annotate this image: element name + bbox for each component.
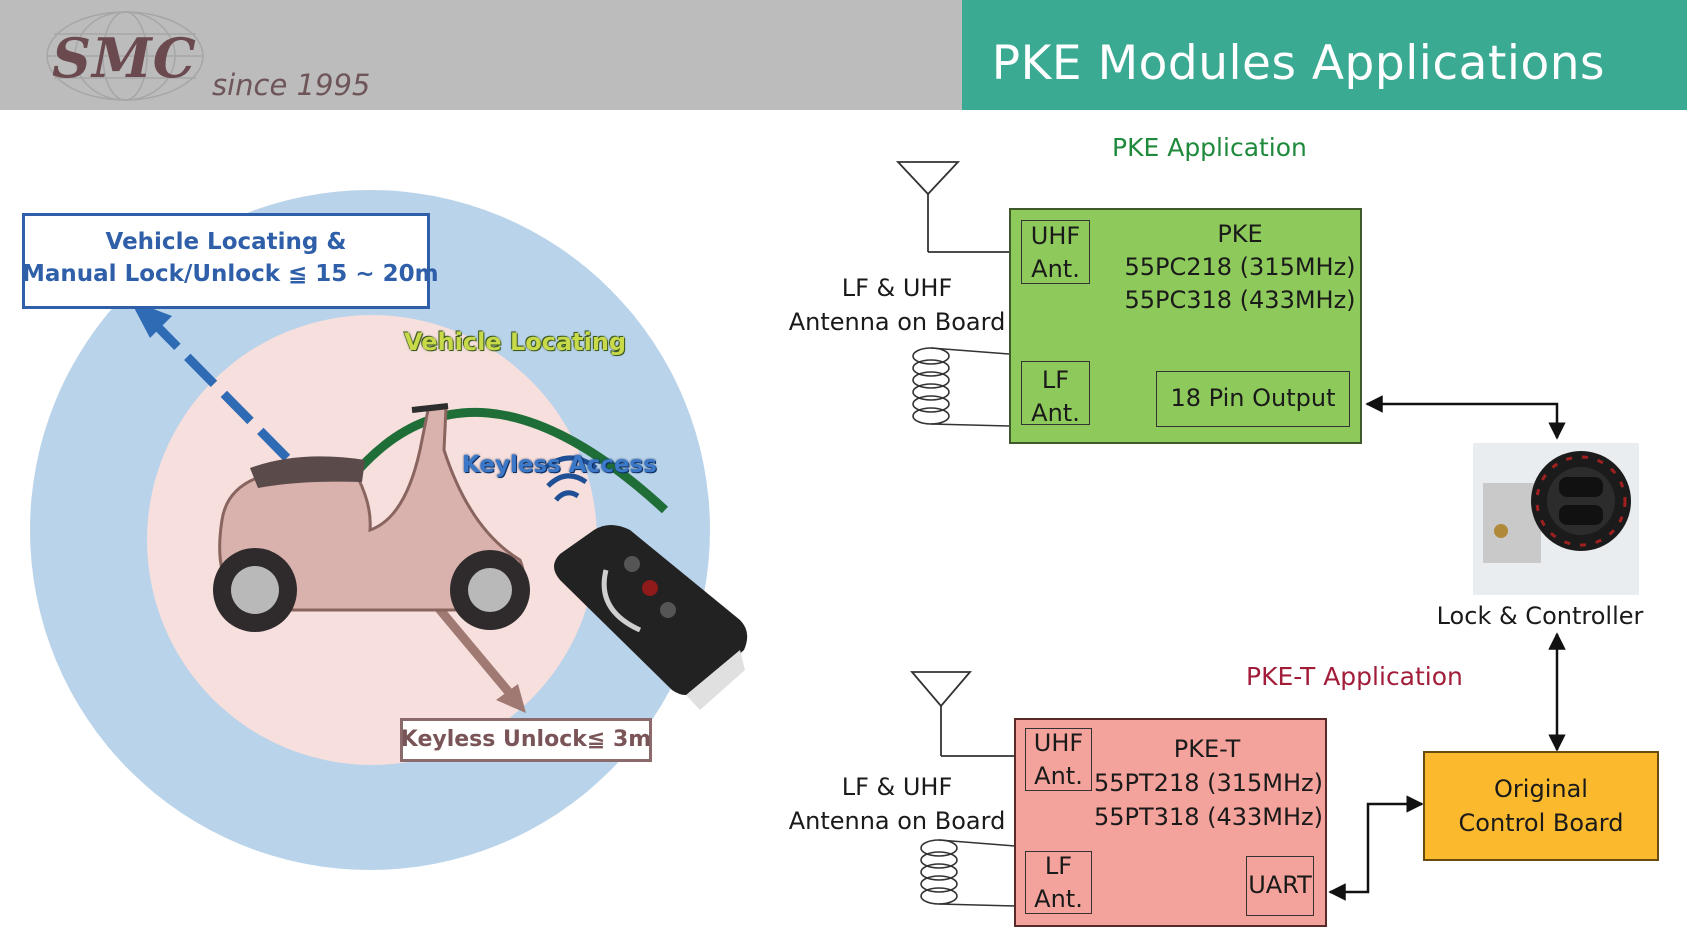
uart-connector [1328,795,1424,901]
lock-controller-label: Lock & Controller [1436,602,1644,630]
keyless-range-illustration [30,190,748,870]
pke-uhf-ant-label: Ant. [1031,255,1080,283]
control-board-box [1423,751,1659,861]
pke-uhf-ant-box [1021,220,1090,284]
pket-lf-ant-box [1025,851,1092,914]
pke-output-connector [1365,395,1566,440]
pket-lf-label: LF [1044,852,1073,880]
pket-model-1: 55PT218 (315MHz) [1094,769,1323,797]
pke-model-2: 55PC318 (433MHz) [1124,286,1356,314]
scooter-image [213,403,530,632]
pket-uart-box [1246,856,1314,916]
pke-antenna-label-1: LF & UHF [841,274,953,302]
keyless-unlock-label: Keyless Unlock≦ 3m [400,727,652,752]
pke-section-title: PKE Application [1112,133,1307,162]
vehicle-locating-arc [344,408,669,514]
block-diagram-connectors [895,161,1566,907]
globe-logo-icon [46,11,204,101]
short-range-arrowhead [496,684,526,713]
pke-lf-ant-box [1021,361,1090,425]
pke-title: PKE [1217,220,1263,248]
pket-antenna-label-2: Antenna on Board [788,807,1006,835]
long-range-arrowhead-top [130,300,172,338]
pke-antenna-label-2: Antenna on Board [788,308,1006,336]
range-box-line1: Vehicle Locating & [105,229,347,255]
range-box [22,213,430,309]
lock-controller-image [1473,443,1639,595]
ignition-lock-icon [1483,451,1631,563]
pket-antenna-icon [910,671,1015,757]
pket-model-2: 55PT318 (433MHz) [1094,803,1323,831]
keyless-unlock-box [400,718,652,762]
pke-antenna-icon [895,161,1009,253]
pket-title: PKE-T [1173,735,1241,763]
pket-coil-icon [920,839,1016,907]
pket-section-title: PKE-T Application [1246,662,1463,691]
wireless-signal-icon [538,455,598,502]
logo-text: SMC [52,26,197,90]
control-board-line2: Control Board [1458,809,1624,837]
pke-uhf-label: UHF [1030,222,1081,250]
since-text: since 1995 [212,68,371,102]
pket-module-box [1014,718,1327,927]
header-logo-bar [0,0,962,110]
pke-output-label: 18 Pin Output [1170,384,1336,412]
vehicle-locating-label: Vehicle Locating [404,328,627,356]
pke-module-box [1009,208,1362,444]
header-title-bar: PKE Modules Applications [962,0,1687,110]
pket-lf-ant-label: Ant. [1034,885,1083,913]
pke-output-box [1156,371,1350,427]
pket-antenna-label-1: LF & UHF [841,773,953,801]
control-board-line1: Original [1494,775,1588,803]
pke-lf-ant-label: Ant. [1031,399,1080,427]
pke-model-1: 55PC218 (315MHz) [1124,253,1356,281]
page-title: PKE Modules Applications [991,36,1605,91]
pket-uart-label: UART [1248,871,1312,899]
key-fob-image [554,525,748,710]
pket-uhf-label: UHF [1033,729,1084,757]
pke-lf-label: LF [1041,366,1070,394]
scooter-seat [250,456,365,488]
keyless-access-label: Keyless Access [462,452,657,478]
pket-uhf-ant-label: Ant. [1034,762,1083,790]
pket-uhf-ant-box [1025,728,1092,791]
range-box-line2: Manual Lock/Unlock ≦ 15 ~ 20m [22,261,439,287]
pke-coil-icon [912,347,1010,427]
